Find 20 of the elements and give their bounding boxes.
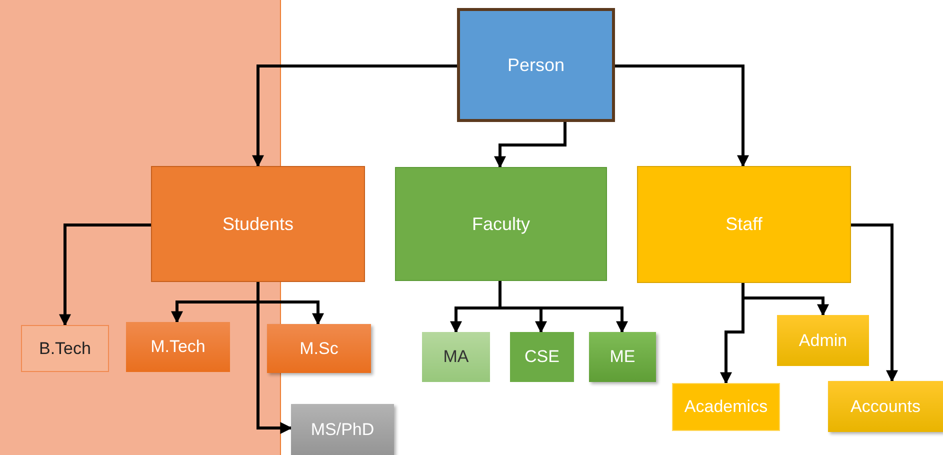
category-box: Admin (777, 315, 869, 366)
category-box: M.Tech (126, 322, 230, 372)
arrow (851, 224, 898, 382)
category-box: CSE (510, 332, 574, 382)
category-box: Academics (672, 383, 780, 431)
arrow (494, 122, 566, 168)
category-box: Staff (637, 166, 851, 283)
category-box: Person (457, 8, 615, 122)
category-box: M.Sc (267, 324, 371, 373)
category-box: ME (589, 332, 656, 382)
arrow (742, 283, 829, 316)
arrow (615, 64, 749, 168)
category-box: B.Tech (21, 325, 109, 372)
arrow (59, 224, 151, 326)
category-box: MS/PhD (291, 404, 394, 455)
arrow (252, 64, 457, 168)
category-box: MA (422, 332, 490, 382)
category-box: Accounts (828, 381, 943, 432)
category-box: Students (151, 166, 365, 282)
category-box: Faculty (395, 167, 607, 281)
